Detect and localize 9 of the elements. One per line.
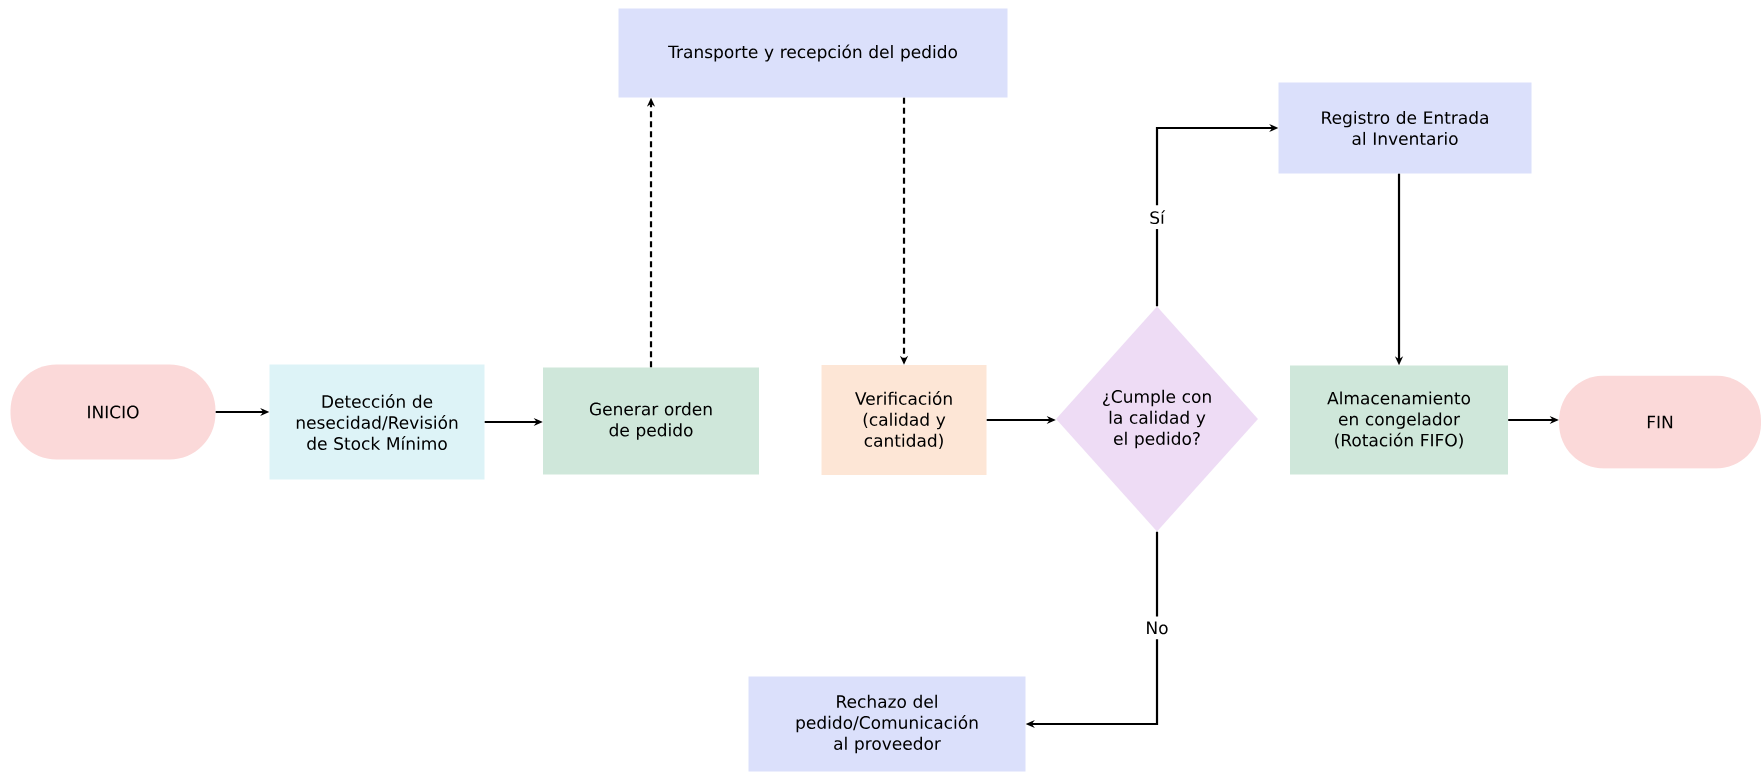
edge-label: No [1140, 616, 1174, 640]
edge-label: Sí [1144, 205, 1170, 230]
process-box: Almacenamiento en congelador (Rotación FIFO) [1290, 365, 1508, 475]
process-box: Registro de Entrada al Inventario [1278, 82, 1532, 174]
process-box: Generar orden de pedido [543, 367, 759, 475]
process-box: Detección de nesecidad/Revisión de Stock Mínimo [269, 364, 485, 480]
process-box: Transporte y recepción del pedido [618, 8, 1008, 98]
process-box: Verificación (calidad y cantidad) [821, 365, 987, 475]
process-box: Rechazo del pedido/Comunicación al proveedor [748, 676, 1026, 772]
